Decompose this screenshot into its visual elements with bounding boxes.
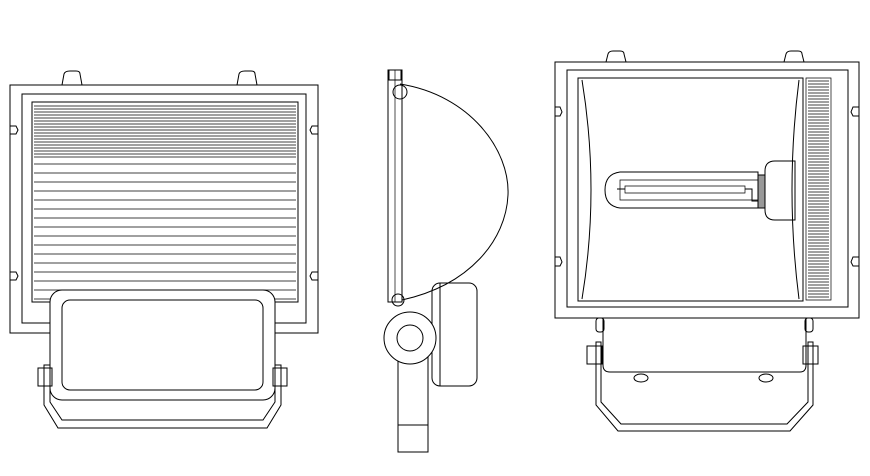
hinge-top bbox=[393, 85, 407, 99]
lamp-filament bbox=[625, 186, 745, 193]
housing-inner bbox=[567, 70, 848, 307]
mount-hole bbox=[759, 374, 773, 382]
lamp-inner-tube bbox=[620, 180, 758, 200]
cooling-rib-lines bbox=[808, 81, 829, 297]
lamp-bulb bbox=[605, 172, 758, 208]
pivot-inner bbox=[397, 325, 423, 351]
pivot-right bbox=[803, 346, 818, 364]
gear-box-inner bbox=[62, 300, 263, 390]
gear-box-outer bbox=[50, 290, 275, 400]
housing-outer bbox=[555, 62, 859, 318]
reflector-dome bbox=[400, 84, 508, 300]
lamp-screw-base bbox=[758, 175, 765, 208]
housing-inner bbox=[22, 94, 306, 323]
top-tab-right bbox=[237, 71, 257, 85]
top-tab-left bbox=[62, 71, 82, 85]
pivot-outer bbox=[384, 312, 436, 364]
pivot-left bbox=[587, 346, 602, 364]
frame-top-cap bbox=[389, 70, 401, 80]
side-tab bbox=[10, 126, 18, 134]
side-tab bbox=[310, 272, 318, 280]
mounting-yoke bbox=[44, 365, 281, 428]
filament-lead bbox=[745, 189, 760, 201]
side-tab bbox=[555, 257, 562, 266]
pivot-left bbox=[38, 368, 52, 386]
top-tab-right bbox=[784, 51, 804, 62]
side-tab bbox=[851, 107, 859, 116]
cooling-ribs-frame bbox=[806, 78, 831, 300]
gear-box-side bbox=[432, 283, 477, 386]
lamp-socket bbox=[765, 161, 795, 220]
floodlight-rear-view bbox=[10, 71, 318, 428]
louvre-lines bbox=[34, 106, 296, 299]
reflector-curve-right bbox=[792, 80, 799, 299]
side-tab bbox=[10, 272, 18, 280]
side-tab bbox=[851, 257, 859, 266]
mount-hole bbox=[634, 374, 648, 382]
reflector bbox=[578, 78, 803, 301]
floodlight-front-view bbox=[555, 51, 859, 431]
hinge-bottom bbox=[392, 294, 404, 306]
top-tab-left bbox=[606, 51, 626, 62]
mounting-yoke bbox=[596, 342, 813, 431]
gear-plate bbox=[603, 318, 806, 372]
side-tab bbox=[555, 107, 562, 116]
bracket-tab-right bbox=[805, 318, 813, 332]
side-tab bbox=[310, 126, 318, 134]
reflector-curve-left bbox=[582, 80, 591, 299]
pivot-right bbox=[273, 368, 287, 386]
bracket-tab-left bbox=[596, 318, 604, 332]
floodlight-side-view bbox=[384, 70, 508, 452]
